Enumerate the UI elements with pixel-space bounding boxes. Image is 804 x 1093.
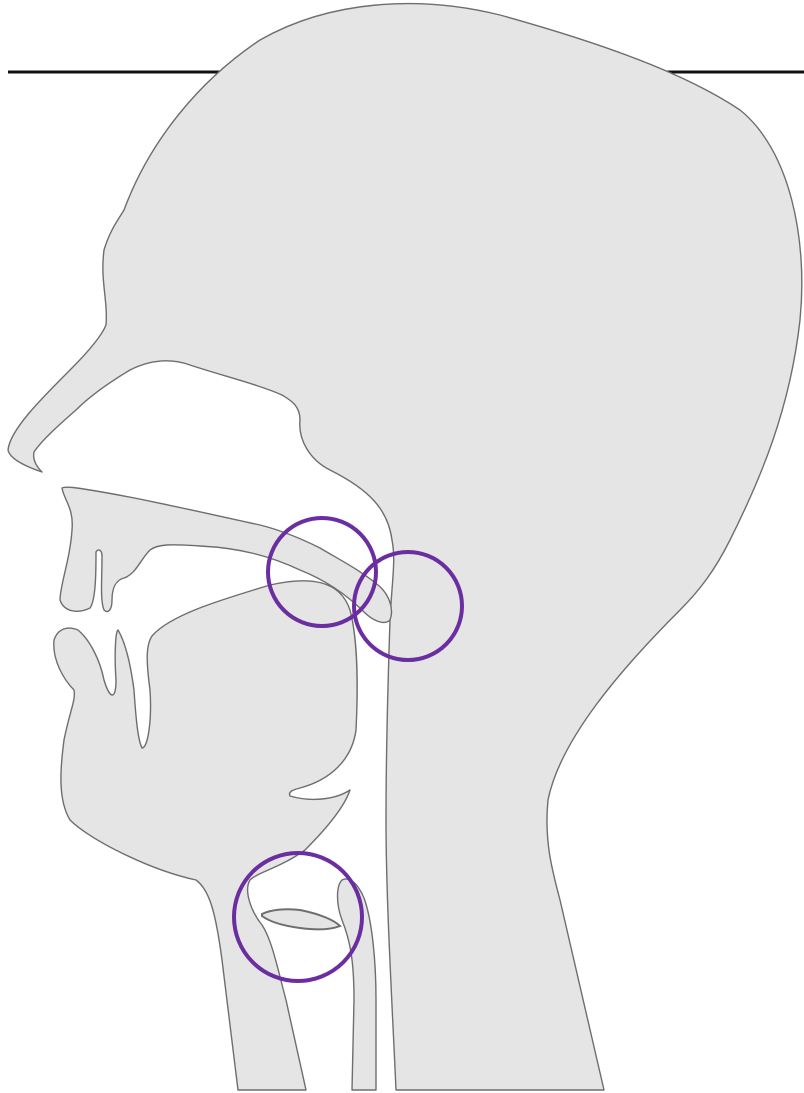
vocal-folds <box>262 909 340 929</box>
epiglottis <box>338 879 377 1090</box>
head-neck-silhouette <box>54 581 357 1090</box>
